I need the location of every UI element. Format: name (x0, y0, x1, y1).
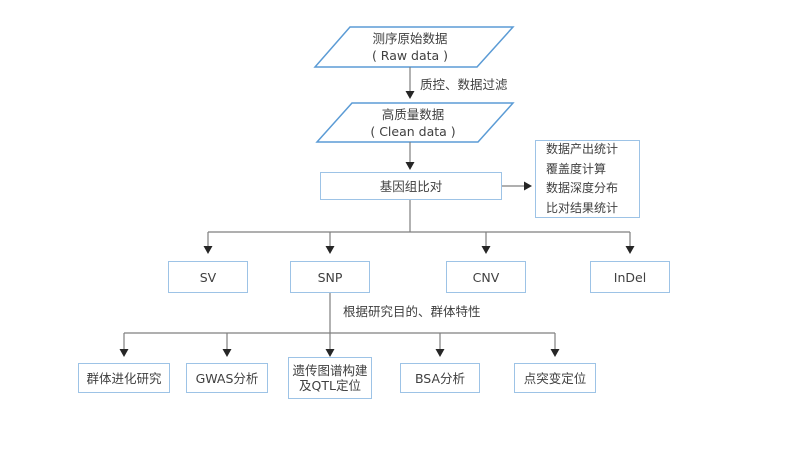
clean-data-subtitle: ( Clean data ) (370, 123, 456, 139)
analysis-node-point-mutation: 点突变定位 (514, 363, 596, 393)
raw-data-parallelogram (313, 26, 515, 68)
analysis-label-gwas: GWAS分析 (195, 370, 259, 386)
raw-data-title: 测序原始数据 (372, 31, 448, 46)
alignment-stats-box: 数据产出统计 覆盖度计算 数据深度分布 比对结果统计 (535, 140, 640, 218)
analysis-node-genetic-map-qtl: 遗传图谱构建及QTL定位 (288, 357, 372, 399)
stats-line-output: 数据产出统计 (546, 142, 619, 156)
branch-edge-label: 根据研究目的、群体特性 (343, 304, 481, 319)
stats-line-mapping: 比对结果统计 (546, 200, 619, 215)
stats-line-coverage: 覆盖度计算 (546, 161, 607, 176)
variant-node-cnv: CNV (446, 261, 526, 293)
qc-edge-label: 质控、数据过滤 (420, 77, 508, 92)
variant-node-sv: SV (168, 261, 248, 293)
clean-data-parallelogram (315, 102, 515, 143)
edge-alignment-to-variants (203, 200, 635, 254)
raw-data-node: 测序原始数据 ( Raw data ) (330, 28, 490, 66)
variant-label-indel: InDel (613, 269, 647, 285)
variant-label-snp: SNP (317, 269, 343, 285)
edge-alignment-to-stats (502, 181, 532, 191)
analysis-node-bsa: BSA分析 (400, 363, 480, 393)
analysis-label-point-mutation: 点突变定位 (523, 370, 587, 386)
analysis-label-population-evolution: 群体进化研究 (86, 370, 162, 386)
analysis-label-genetic-map-qtl: 遗传图谱构建及QTL定位 (292, 363, 368, 393)
alignment-label: 基因组比对 (379, 178, 443, 194)
edge-raw-to-clean (405, 67, 415, 99)
alignment-node: 基因组比对 (320, 172, 502, 200)
analysis-label-bsa: BSA分析 (414, 370, 466, 386)
analysis-node-gwas: GWAS分析 (186, 363, 268, 393)
analysis-node-population-evolution: 群体进化研究 (78, 363, 170, 393)
clean-data-node: 高质量数据 ( Clean data ) (333, 104, 493, 141)
edge-snp-to-analyses (119, 293, 560, 357)
variant-node-indel: InDel (590, 261, 670, 293)
variant-label-sv: SV (199, 269, 217, 285)
variant-node-snp: SNP (290, 261, 370, 293)
stats-line-depth: 数据深度分布 (546, 181, 619, 195)
edge-clean-to-alignment (405, 142, 415, 170)
clean-data-title: 高质量数据 (381, 106, 445, 122)
variant-label-cnv: CNV (472, 269, 500, 285)
raw-data-subtitle: ( Raw data ) (371, 48, 449, 63)
